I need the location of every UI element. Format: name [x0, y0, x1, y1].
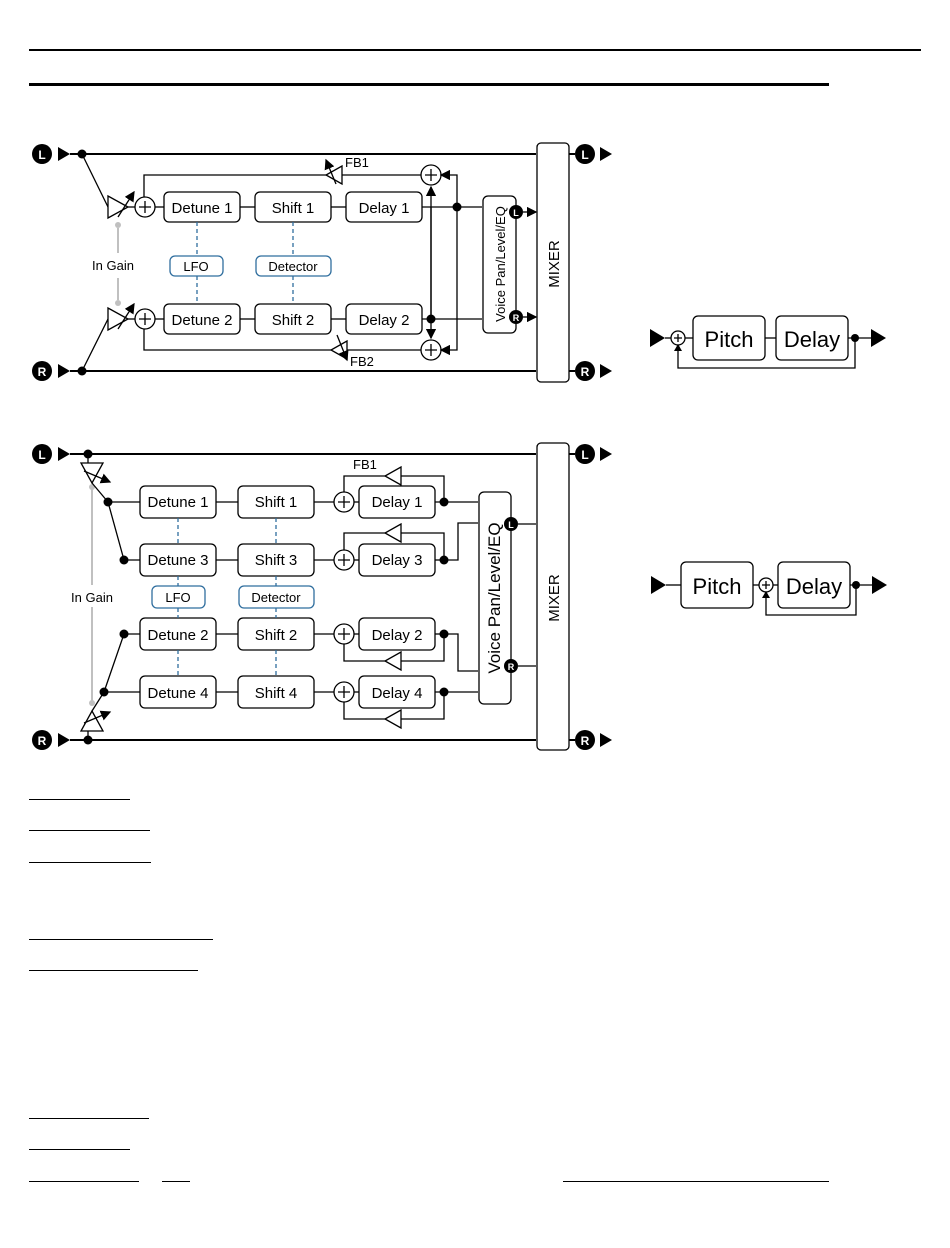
fb-4-triangle: [383, 708, 402, 730]
voice-r-label: R: [513, 313, 520, 323]
detune-3-label: Detune 3: [148, 552, 209, 569]
detector-label: Detector: [268, 259, 318, 274]
lfo-label: LFO: [183, 259, 208, 274]
underline-3: [29, 862, 151, 863]
underline-2: [29, 830, 150, 831]
underline-1: [29, 799, 130, 800]
mini2-delay-label: Delay: [786, 574, 842, 599]
voice-l-label: L: [513, 208, 519, 218]
detune-4-label: Detune 4: [148, 685, 209, 702]
fb-3-triangle: [383, 522, 402, 544]
lfo-block: [169, 255, 224, 277]
underline-7: [29, 1149, 130, 1150]
mixer-label: MIXER: [546, 574, 563, 622]
input-l-badge: L: [32, 444, 52, 464]
detune-1-label: Detune 1: [172, 200, 233, 217]
output-r-label: R: [581, 734, 590, 748]
detector-label: Detector: [251, 590, 301, 605]
input-r-badge: R: [32, 730, 52, 750]
delay-2-label: Delay 2: [359, 312, 410, 329]
voice-pan-level-eq-label: Voice Pan/Level/EQ: [493, 206, 508, 322]
fb1-label: FB1: [345, 155, 369, 170]
detune-2-label: Detune 2: [148, 627, 209, 644]
input-l-label: L: [38, 148, 45, 162]
shift-1-label: Shift 1: [272, 200, 315, 217]
mini2-pitch-label: Pitch: [693, 574, 742, 599]
underline-4: [29, 939, 213, 940]
delay-3-label: Delay 3: [372, 552, 423, 569]
input-l-label: L: [38, 448, 45, 462]
mini1-delay-label: Delay: [784, 327, 840, 352]
output-l-badge: L: [575, 144, 595, 164]
header-rule-bottom: [29, 83, 829, 86]
output-r-badge: R: [575, 730, 595, 750]
input-r-label: R: [38, 734, 47, 748]
voice-pan-level-eq-block: [478, 491, 512, 705]
in-gain-label: In Gain: [71, 590, 113, 605]
mixer-block: [536, 142, 570, 383]
in-gain-r-triangle: [107, 306, 130, 332]
shift-1-label: Shift 1: [255, 494, 298, 511]
delay-4-label: Delay 4: [372, 685, 423, 702]
header-rule-top: [29, 49, 921, 51]
output-l-label: L: [581, 148, 588, 162]
lfo-label: LFO: [165, 590, 190, 605]
input-r-badge: R: [32, 361, 52, 381]
input-l-badge: L: [32, 144, 52, 164]
fb2-label: FB2: [350, 354, 374, 369]
delay-1-label: Delay 1: [372, 494, 423, 511]
voice-pan-level-eq-block: [482, 195, 517, 334]
delay-2-label: Delay 2: [372, 627, 423, 644]
diagram-2: L R In Gain Detune 1 Shift 1 Delay 1 FB1: [32, 442, 612, 751]
fb-2-triangle: [383, 650, 402, 672]
voice-r-label: R: [508, 662, 515, 672]
in-gain-l-triangle: [79, 462, 105, 485]
detune-2-label: Detune 2: [172, 312, 233, 329]
input-r-label: R: [38, 365, 47, 379]
in-gain-label: In Gain: [92, 258, 134, 273]
detune-1-label: Detune 1: [148, 494, 209, 511]
underline-5: [29, 970, 198, 971]
fb1-triangle: [324, 164, 343, 186]
output-r-badge: R: [575, 361, 595, 381]
detector-block: [255, 255, 332, 277]
fb1-label: FB1: [353, 457, 377, 472]
delay-1-label: Delay 1: [359, 200, 410, 217]
mini1-pitch-label: Pitch: [705, 327, 754, 352]
shift-2-label: Shift 2: [255, 627, 298, 644]
shift-2-label: Shift 2: [272, 312, 315, 329]
input-r-arrow: [58, 364, 70, 378]
underline-8: [29, 1181, 139, 1182]
output-r-label: R: [581, 365, 590, 379]
mini-diagram-1: Pitch Delay: [650, 315, 886, 369]
shift-4-label: Shift 4: [255, 685, 298, 702]
detector-block: [238, 585, 315, 609]
diagram-1: L R In Gain Detune 1 Shift 1 Delay 1 Det…: [32, 142, 612, 383]
mixer-label: MIXER: [546, 240, 563, 288]
voice-l-label: L: [508, 520, 514, 530]
input-l-arrow: [58, 147, 70, 161]
mixer-block: [536, 442, 570, 751]
fb2-triangle: [329, 339, 348, 361]
underline-10: [563, 1181, 829, 1182]
underline-9: [162, 1181, 190, 1182]
fb-1-triangle: [383, 465, 402, 487]
underline-6: [29, 1118, 149, 1119]
output-l-label: L: [581, 448, 588, 462]
lfo-block: [151, 585, 206, 609]
voice-pan-level-eq-label: Voice Pan/Level/EQ: [485, 522, 504, 673]
in-gain-l-triangle: [107, 194, 130, 220]
output-l-badge: L: [575, 444, 595, 464]
in-gain-r-triangle: [79, 709, 105, 732]
mini-diagram-2: Pitch Delay: [651, 561, 887, 616]
shift-3-label: Shift 3: [255, 552, 298, 569]
